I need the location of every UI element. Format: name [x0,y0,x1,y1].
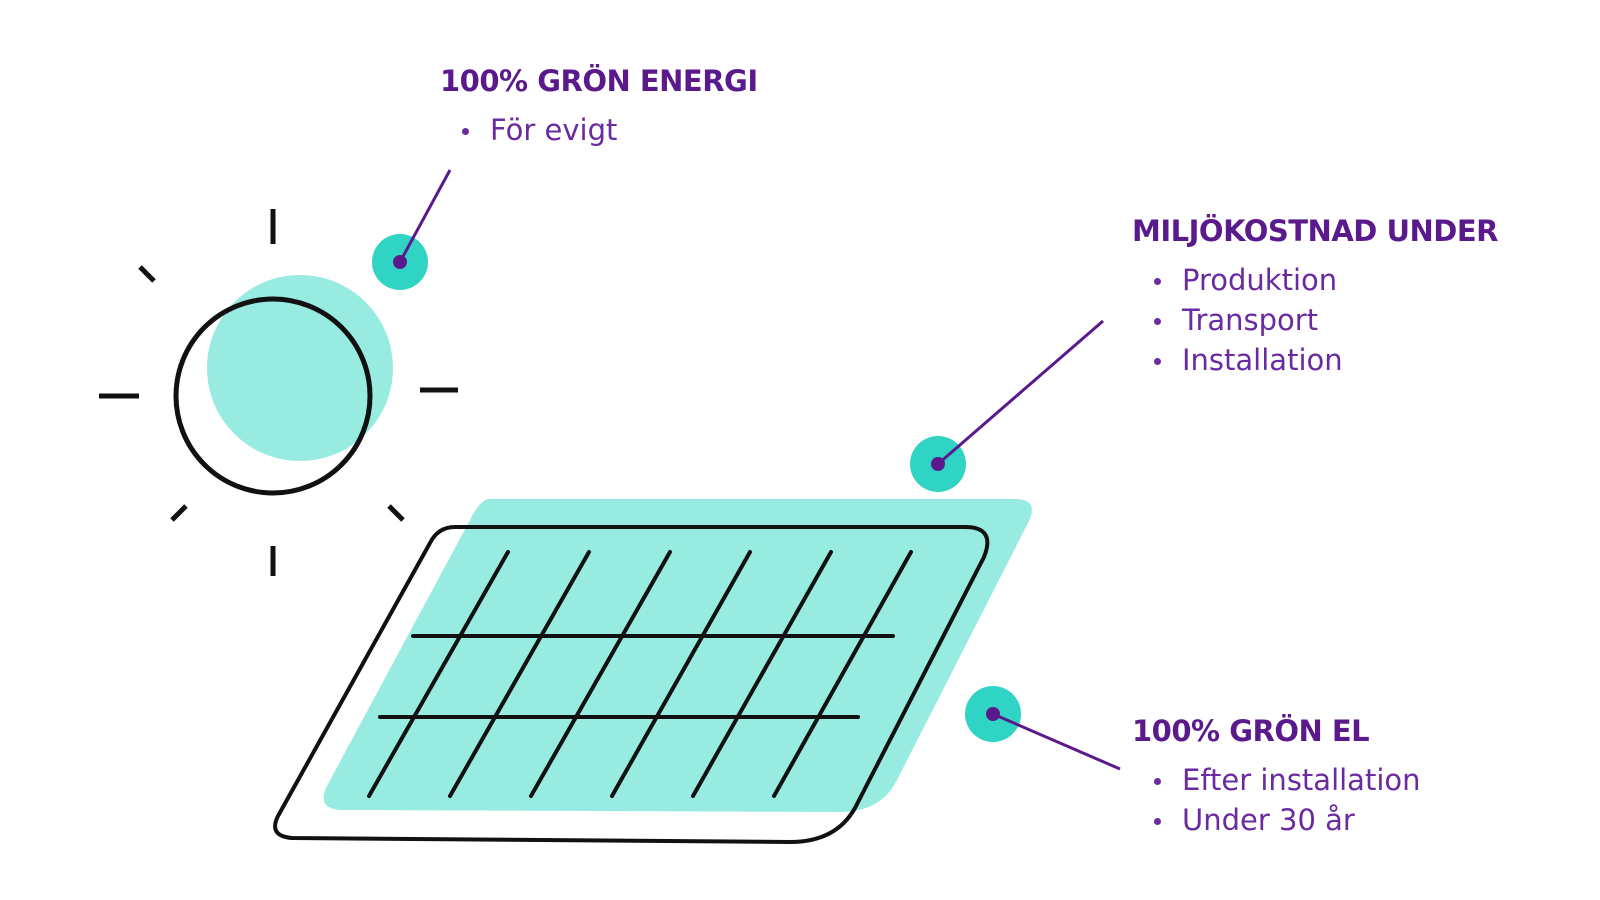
panel-grid-col-3 [529,550,672,798]
sun-fill [207,275,393,461]
leader-cost [937,319,1104,466]
callout-green-electricity-list: Efter installation Under 30 år [1132,760,1421,840]
sun-ray-bottom-left [170,504,188,522]
list-item: Efter installation [1132,760,1421,800]
panel-grid-col-1 [367,550,510,798]
panel-grid-col-5 [691,550,833,798]
list-item: För evigt [440,110,758,150]
leader-el [992,712,1121,771]
marker-cost [910,319,1104,492]
callout-green-energy: 100% GRÖN ENERGI För evigt [440,64,758,150]
callout-green-energy-title: 100% GRÖN ENERGI [440,64,758,98]
sun-outline [173,296,373,496]
list-item: Transport [1132,300,1498,340]
sun-icon [99,209,458,576]
callout-environmental-cost-list: Produktion Transport Installation [1132,260,1498,380]
sun-ray-bottom-right [387,504,405,522]
callout-green-electricity-title: 100% GRÖN EL [1132,714,1370,748]
sun-ray-top-left [138,265,156,283]
marker-energy [372,169,452,290]
callout-green-energy-list: För evigt [440,110,758,150]
sun-rays [99,209,458,576]
callout-environmental-cost: MILJÖKOSTNAD UNDER Produktion Transport … [1132,214,1498,380]
callout-environmental-cost-title: MILJÖKOSTNAD UNDER [1132,214,1498,248]
list-item: Produktion [1132,260,1498,300]
marker-energy-center [393,255,407,269]
panel-grid-col-2 [448,550,591,798]
panel-outline [273,525,990,844]
panel-grid-col-4 [610,550,752,798]
callout-green-electricity: 100% GRÖN EL Efter installation Under 30… [1132,714,1421,840]
solar-panel-icon [273,499,1032,844]
list-item: Installation [1132,340,1498,380]
panel-grid-col-6 [772,550,913,798]
list-item: Under 30 år [1132,800,1421,840]
leader-energy [398,169,452,263]
marker-el-center [986,707,1000,721]
panel-grid [367,550,913,798]
marker-cost-center [931,457,945,471]
panel-fill [323,499,1032,812]
marker-el [965,686,1121,771]
